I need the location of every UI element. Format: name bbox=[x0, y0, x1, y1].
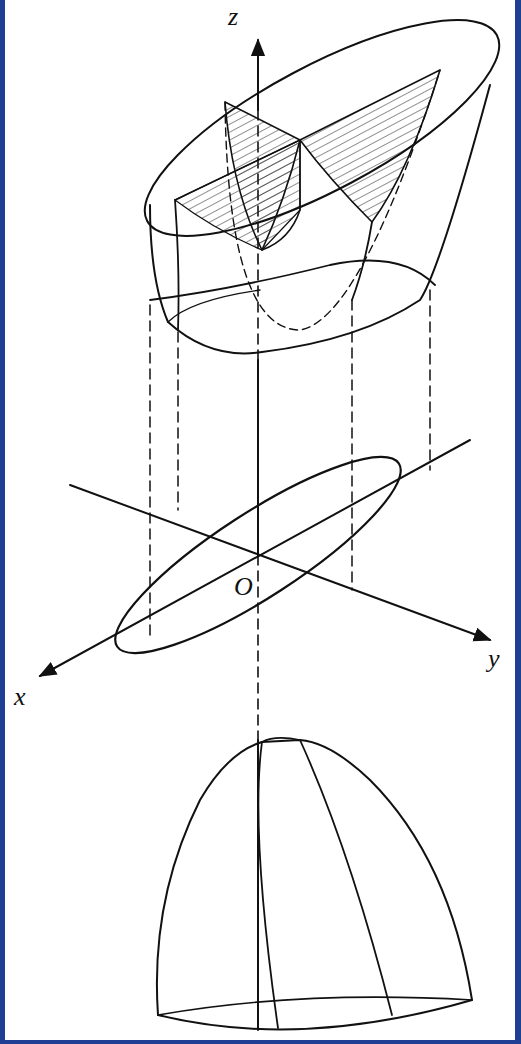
z-axis bbox=[257, 40, 259, 110]
axis-label: x bbox=[12, 684, 28, 710]
x-axis bbox=[40, 440, 470, 676]
axis-label: y bbox=[486, 646, 502, 672]
axis-label: z bbox=[226, 4, 240, 30]
y-axis bbox=[70, 485, 490, 640]
axis-label: O bbox=[232, 574, 255, 600]
